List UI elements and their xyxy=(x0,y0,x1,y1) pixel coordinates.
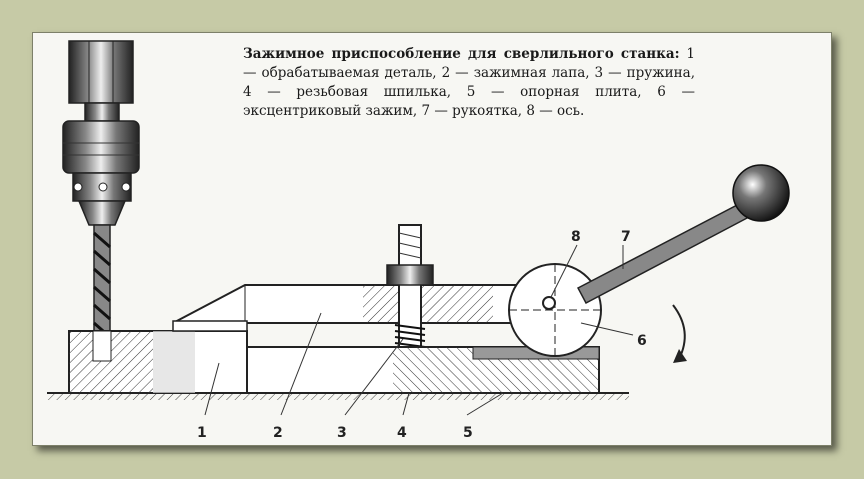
label-1: 1 xyxy=(197,425,207,441)
drill-fixture-drawing: 1 2 3 4 5 6 7 8 xyxy=(47,40,790,441)
ground-line xyxy=(47,392,629,400)
eccentric-clamp xyxy=(508,263,602,357)
support-plate xyxy=(246,346,600,394)
caption-text: 1 — обрабатываемая деталь, 2 — зажимная … xyxy=(243,46,696,119)
label-7: 7 xyxy=(621,229,631,245)
rotation-arrow-icon xyxy=(672,304,687,363)
workpiece xyxy=(68,330,248,394)
drill-chuck xyxy=(62,120,140,226)
leader-lines xyxy=(204,244,634,416)
label-6: 6 xyxy=(637,333,647,349)
label-4: 4 xyxy=(397,425,407,441)
spring xyxy=(394,324,426,354)
handle xyxy=(576,164,790,305)
drill-spindle xyxy=(68,40,134,122)
label-2: 2 xyxy=(273,425,283,441)
label-3: 3 xyxy=(337,425,347,441)
clamp-jaw xyxy=(172,284,534,332)
label-5: 5 xyxy=(463,425,473,441)
diagram-frame: Зажимное приспособление для сверлильного… xyxy=(32,32,832,446)
caption-lead: Зажимное приспособление для сверлильного… xyxy=(243,46,680,62)
label-8: 8 xyxy=(571,229,581,245)
caption: Зажимное приспособление для сверлильного… xyxy=(243,45,695,121)
